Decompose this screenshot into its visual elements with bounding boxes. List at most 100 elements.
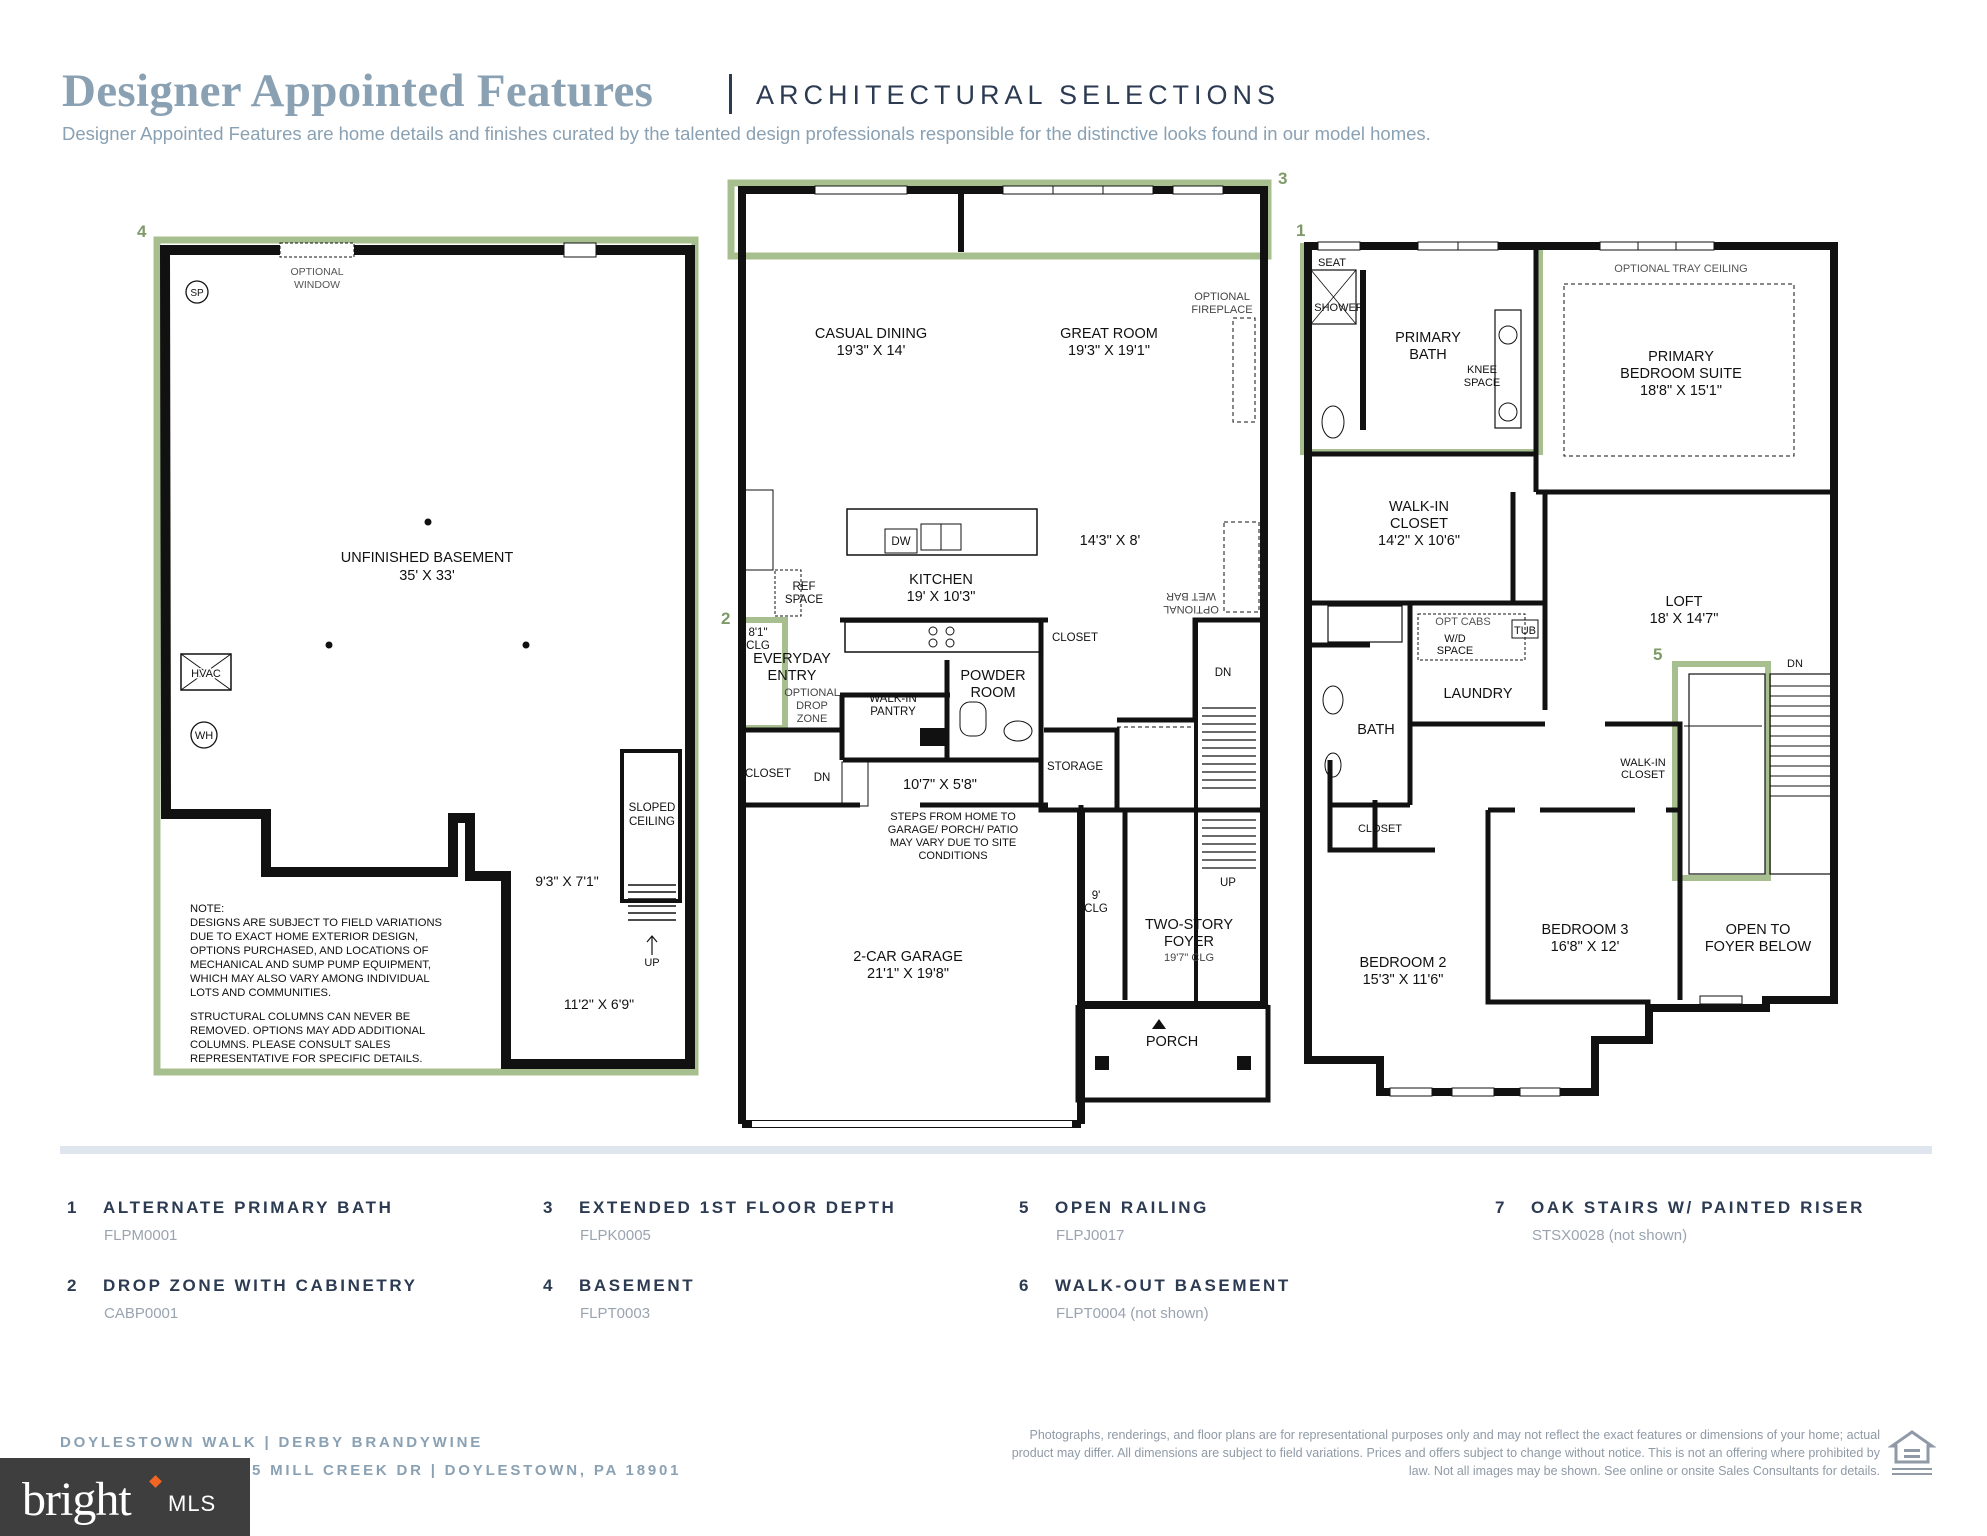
bath-label: BATH — [1357, 722, 1395, 738]
callout-4: 4 — [137, 222, 147, 241]
feature-number: 1 — [67, 1198, 77, 1217]
closet-entry: CLOSET — [745, 768, 791, 780]
casual-dining-dim: 19'3" X 14' — [837, 343, 906, 359]
storage-label: STORAGE — [1047, 761, 1103, 773]
shower-label: SHOWER — [1314, 302, 1364, 314]
loft-dim: 18' X 14'7" — [1650, 611, 1719, 627]
section-divider — [60, 1146, 1932, 1154]
steps-note-2: GARAGE/ PORCH/ PATIO — [888, 824, 1019, 836]
note-line: LOTS AND COMMUNITIES. — [190, 987, 331, 999]
primary-bath-2: BATH — [1409, 347, 1447, 363]
ref-space-1: REF — [793, 581, 816, 593]
ref-space-2: SPACE — [785, 594, 823, 606]
note-line: COLUMNS. PLEASE CONSULT SALES — [190, 1039, 390, 1051]
bedroom3-label: BEDROOM 3 — [1541, 922, 1628, 938]
knee-space-2: SPACE — [1464, 377, 1500, 389]
callout-1: 1 — [1296, 221, 1305, 240]
wd-space-1: W/D — [1444, 633, 1465, 645]
laundry-label: LAUNDRY — [1443, 686, 1512, 702]
opt-cabs-label: OPT CABS — [1435, 616, 1490, 628]
callout-2: 2 — [721, 609, 730, 628]
great-room-label: GREAT ROOM — [1060, 326, 1158, 342]
community-line: DOYLESTOWN WALK | DERBY BRANDYWINE — [60, 1434, 484, 1451]
walk-in-closet-1: WALK-IN — [1389, 499, 1449, 515]
open-to-foyer-1: OPEN TO — [1726, 922, 1791, 938]
feature-name: OAK STAIRS W/ PAINTED RISER — [1531, 1198, 1866, 1217]
callout-5: 5 — [1653, 645, 1662, 664]
basement-room-dim: 35' X 33' — [399, 568, 455, 584]
feature-number: 3 — [543, 1198, 553, 1217]
fireplace-label-2: FIREPLACE — [1191, 304, 1252, 316]
second-floor-walls — [1304, 242, 1838, 1096]
walk-in-closet-b-2: CLOSET — [1621, 769, 1665, 781]
porch-label: PORCH — [1146, 1034, 1198, 1050]
badge-brand: bright — [22, 1473, 132, 1526]
steps-note-1: STEPS FROM HOME TO — [890, 811, 1016, 823]
clg-9-1: 9' — [1092, 890, 1101, 902]
wd-space-2: SPACE — [1437, 645, 1473, 657]
callout-3: 3 — [1278, 169, 1287, 188]
page-description: Designer Appointed Features are home det… — [62, 123, 1431, 144]
note-line: STRUCTURAL COLUMNS CAN NEVER BE — [190, 1011, 410, 1023]
feature-code: FLPM0001 — [104, 1227, 178, 1244]
dn-label: DN — [1787, 658, 1803, 670]
feature-code: FLPK0005 — [580, 1227, 651, 1244]
drop-zone-2: DROP — [796, 700, 828, 712]
feature-number: 4 — [543, 1276, 553, 1295]
steps-note-4: CONDITIONS — [918, 850, 987, 862]
wet-bar-2: WET BAR — [1166, 590, 1216, 602]
steps-note-3: MAY VARY DUE TO SITE — [890, 837, 1016, 849]
drop-zone-1: OPTIONAL — [784, 687, 840, 699]
section-subtitle: ARCHITECTURAL SELECTIONS — [756, 80, 1281, 110]
bedroom3-dim: 16'8" X 12' — [1551, 939, 1620, 955]
open-to-foyer-2: FOYER BELOW — [1705, 939, 1812, 955]
note-line: OPTIONS PURCHASED, AND LOCATIONS OF — [190, 945, 429, 957]
feature-code: FLPT0004 (not shown) — [1056, 1305, 1209, 1322]
foyer-label-2: FOYER — [1164, 934, 1214, 950]
seat-label: SEAT — [1318, 257, 1346, 269]
dn-entry: DN — [814, 772, 831, 784]
clg-9-2: CLG — [1084, 903, 1108, 915]
walk-in-closet-2: CLOSET — [1390, 516, 1448, 532]
great-room-nook-dim: 14'3" X 8' — [1080, 533, 1141, 549]
feature-name: DROP ZONE WITH CABINETRY — [103, 1276, 418, 1295]
basement-dim-b: 11'2" X 6'9" — [564, 996, 634, 1012]
feature-code: FLPJ0017 — [1056, 1227, 1125, 1244]
floor-plans: OPTIONAL WINDOW SP HVAC WH UNFINISHED BA… — [137, 169, 1838, 1128]
powder-room-2: ROOM — [970, 685, 1015, 701]
note-line: NOTE: — [190, 903, 224, 915]
basement-optional-window-2: WINDOW — [294, 279, 340, 291]
bedroom2-label: BEDROOM 2 — [1359, 955, 1446, 971]
basement-plan: OPTIONAL WINDOW SP HVAC WH UNFINISHED BA… — [153, 236, 699, 1076]
badge-dot-icon — [149, 1475, 162, 1488]
feature-name: BASEMENT — [579, 1276, 696, 1295]
basement-dim-a: 9'3" X 7'1" — [535, 873, 599, 889]
second-floor-plan: PRIMARY BATH PRIMARY BEDROOM SUITE 18'8"… — [1300, 241, 1838, 1097]
walk-in-pantry-1: WALK-IN — [869, 693, 917, 705]
closet-label: CLOSET — [1358, 823, 1402, 835]
equal-housing-icon — [1888, 1430, 1936, 1475]
note-line: DUE TO EXACT HOME EXTERIOR DESIGN, — [190, 931, 418, 943]
basement-walls — [159, 245, 695, 1069]
bedroom2-dim: 15'3" X 11'6" — [1363, 972, 1444, 988]
basement-note: NOTE: DESIGNS ARE SUBJECT TO FIELD VARIA… — [190, 903, 442, 1065]
garage-dim: 21'1" X 19'8" — [867, 966, 949, 982]
great-room-dim: 19'3" X 19'1" — [1068, 343, 1150, 359]
primary-bath-1: PRIMARY — [1395, 330, 1461, 346]
drop-zone-3: ZONE — [797, 713, 828, 725]
clg-1: 8'1" — [748, 627, 767, 639]
note-line: MECHANICAL AND SUMP PUMP EQUIPMENT, — [190, 959, 431, 971]
closet-kitchen: CLOSET — [1052, 632, 1098, 644]
address-line: 5 MILL CREEK DR | DOYLESTOWN, PA 18901 — [252, 1462, 682, 1479]
title-divider — [729, 74, 732, 114]
mudroom-dim: 10'7" X 5'8" — [903, 777, 977, 793]
feature-name: OPEN RAILING — [1055, 1198, 1209, 1217]
note-line: REPRESENTATIVE FOR SPECIFIC DETAILS. — [190, 1053, 423, 1065]
up-stairs: UP — [1220, 877, 1236, 889]
foyer-dim: 19'7" CLG — [1164, 952, 1214, 964]
primary-suite-2: BEDROOM SUITE — [1620, 366, 1742, 382]
fireplace-label-1: OPTIONAL — [1194, 291, 1250, 303]
bright-mls-badge: bright MLS — [0, 1458, 250, 1536]
badge-mls: MLS — [168, 1491, 217, 1516]
basement-hvac-label: HVAC — [191, 668, 221, 680]
